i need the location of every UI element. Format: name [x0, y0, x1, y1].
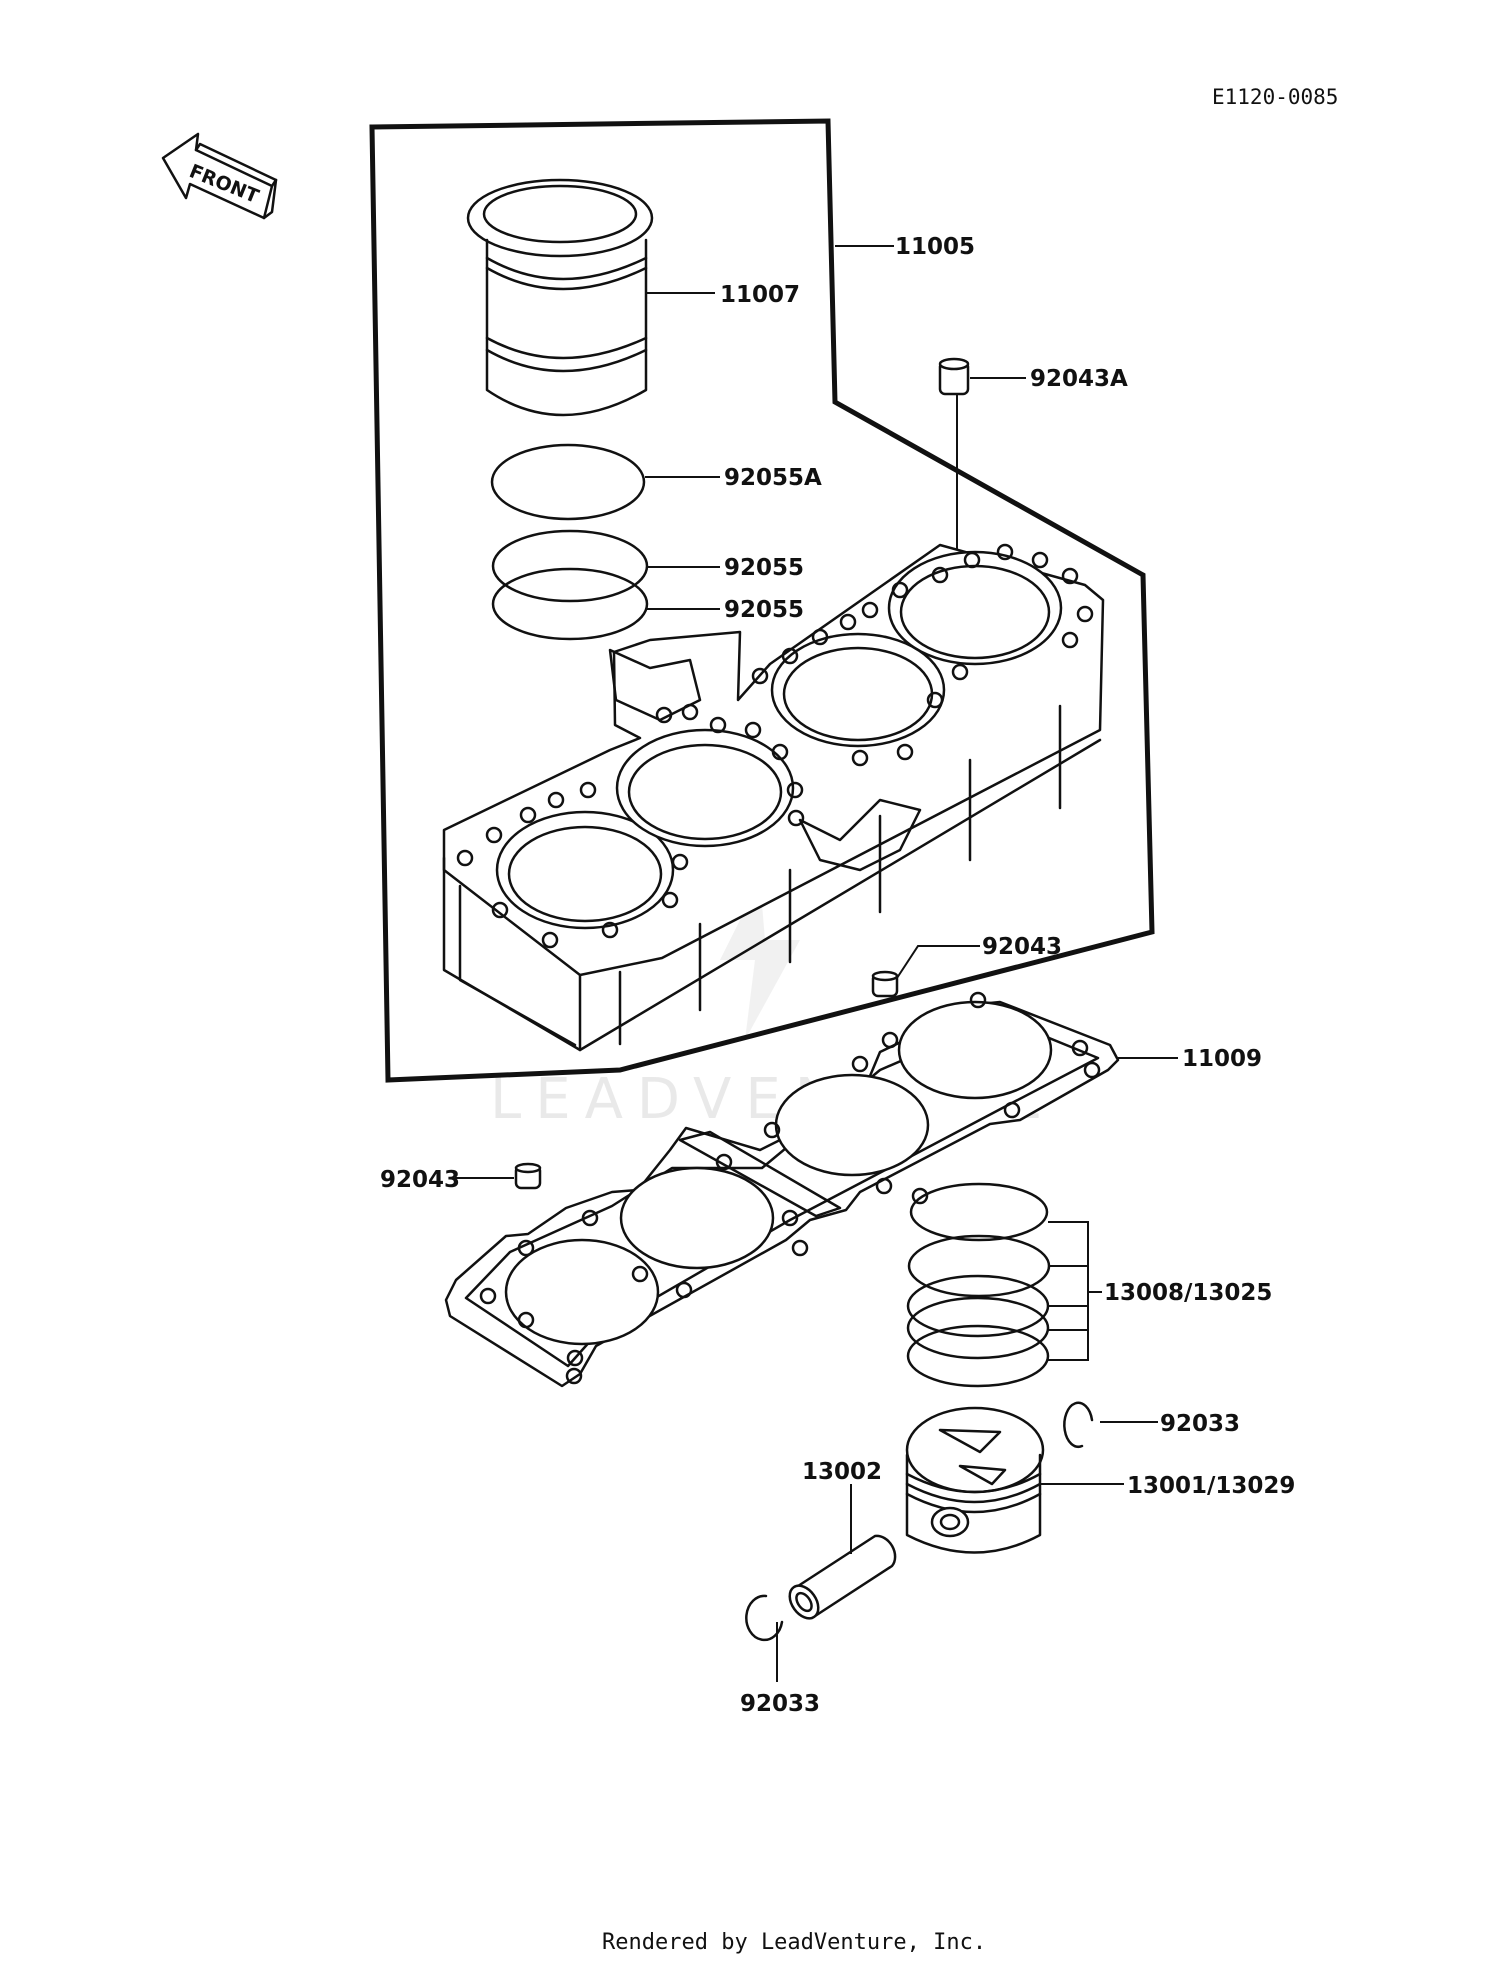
callout-92043-left: 92043: [380, 1167, 460, 1193]
o-ring-92055-lower: [491, 567, 649, 641]
callout-92055a: 92055A: [724, 465, 822, 491]
callout-13002: 13002: [802, 1459, 882, 1485]
callout-92033-right: 92033: [1160, 1411, 1240, 1437]
cylinder-head-gasket: [444, 991, 1120, 1388]
dowel-pin-92043a: [938, 357, 970, 672]
o-ring-92055-upper: [491, 529, 649, 603]
circlip-right: [1063, 1401, 1094, 1448]
cylinder-block: [442, 543, 1105, 1052]
cylinder-liner: [466, 178, 654, 417]
callout-92055-upper: 92055: [724, 555, 804, 581]
o-ring-92055a: [490, 443, 646, 521]
callout-92055-lower: 92055: [724, 597, 804, 623]
leader-lines: [455, 245, 1178, 1682]
callout-92043-top: 92043: [982, 934, 1062, 960]
piston-ring-set: [906, 1182, 1051, 1388]
front-arrow-icon: FRONT: [161, 132, 278, 220]
callout-13008-13025: 13008/13025: [1104, 1280, 1272, 1306]
callout-11007: 11007: [720, 282, 800, 308]
callout-11005: 11005: [895, 234, 975, 260]
dowel-pin-92043-left: [514, 1162, 542, 1190]
callout-92043a: 92043A: [1030, 366, 1128, 392]
piston: [905, 1406, 1045, 1554]
callout-11009: 11009: [1182, 1046, 1262, 1072]
callout-13001-13029: 13001/13029: [1127, 1473, 1295, 1499]
piston-pin: [788, 1534, 897, 1620]
footer-credit: Rendered by LeadVenture, Inc.: [602, 1930, 986, 1955]
callout-92033-bottom: 92033: [740, 1691, 820, 1717]
dowel-pin-92043-top: [871, 970, 899, 998]
diagram-code: E1120-0085: [1212, 85, 1338, 109]
cylinder-assembly-outline: [369, 118, 1155, 1083]
